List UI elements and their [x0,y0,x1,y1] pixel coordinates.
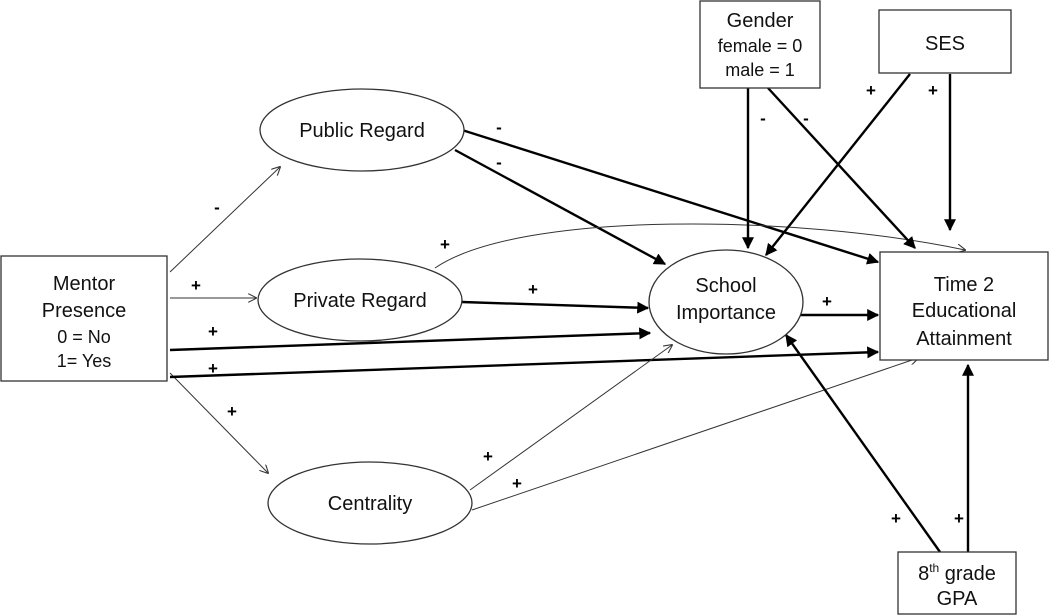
node-educational-attainment: Time 2 Educational Attainment [879,251,1049,361]
sign-public-regard-school-importance: - [496,153,502,172]
node-mentor-presence: Mentor Presence 0 = No 1= Yes [0,255,168,382]
edge-private-regard-attainment [434,223,965,269]
edge-centrality-school-importance [469,345,672,491]
mentor-line-3: 0 = No [57,327,111,347]
school-importance-line-2: Importance [676,302,776,324]
edge-public-regard-attainment [461,128,880,265]
sign-gpa-school-importance: + [891,509,901,528]
attainment-line-3: Attainment [916,328,1012,350]
sign-private-regard-attainment: + [440,235,450,254]
sign-centrality-school-importance: + [483,447,493,466]
attainment-line-2: Educational [912,300,1017,322]
edge-mentor-school-importance [169,327,652,352]
edge-mentor-centrality [169,372,268,473]
gender-line-2: female = 0 [718,36,803,56]
gpa-grade-word: grade [939,563,996,585]
sign-private-regard-school-importance: + [528,280,538,299]
sign-mentor-private-regard: + [191,276,201,295]
sign-mentor-public-regard: - [214,198,220,217]
node-centrality: Centrality [267,461,473,545]
ses-label: SES [925,33,965,55]
gpa-number: 8 [918,563,929,585]
edge-gender-attainment [767,87,916,249]
private-regard-label: Private Regard [293,290,426,312]
sign-public-regard-attainment: - [496,118,502,137]
sign-gender-school-importance: - [760,109,766,128]
gender-line-1: Gender [727,10,794,32]
edge-public-regard-school-importance [454,148,667,266]
node-private-regard: Private Regard [257,258,463,342]
gender-line-3: male = 1 [725,60,795,80]
sign-school-importance-attainment: + [822,292,832,311]
node-school-importance: School Importance [648,249,804,355]
edge-private-regard-school-importance [461,300,650,314]
centrality-label: Centrality [328,493,412,515]
school-importance-line-1: School [695,275,756,297]
edge-ses-school-importance [765,73,911,256]
public-regard-label: Public Regard [299,120,425,142]
node-gpa: 8th grade GPA [897,551,1017,615]
gpa-line-2: GPA [937,588,978,610]
attainment-line-1: Time 2 [934,274,994,296]
edge-gpa-school-importance [785,334,941,553]
sign-mentor-school-importance: + [208,322,218,341]
mentor-line-2: Presence [42,300,127,322]
sign-ses-school-importance: + [866,81,876,100]
edge-centrality-attainment [471,358,918,511]
mentor-line-4: 1= Yes [57,351,112,371]
sign-centrality-attainment: + [512,474,522,493]
edge-mentor-attainment [169,346,880,379]
node-gender: Gender female = 0 male = 1 [699,0,821,89]
sign-ses-attainment: + [928,81,938,100]
mentor-line-1: Mentor [53,273,116,295]
sign-mentor-centrality: + [227,402,237,421]
gpa-line-1: 8th grade [918,561,996,585]
sign-gpa-attainment: + [954,509,964,528]
node-ses: SES [878,9,1012,74]
sign-gender-attainment: - [803,109,809,128]
edge-mentor-public-regard [169,167,280,273]
node-public-regard: Public Regard [259,88,465,172]
gpa-superscript: th [929,561,939,575]
sign-mentor-attainment: + [208,359,218,378]
